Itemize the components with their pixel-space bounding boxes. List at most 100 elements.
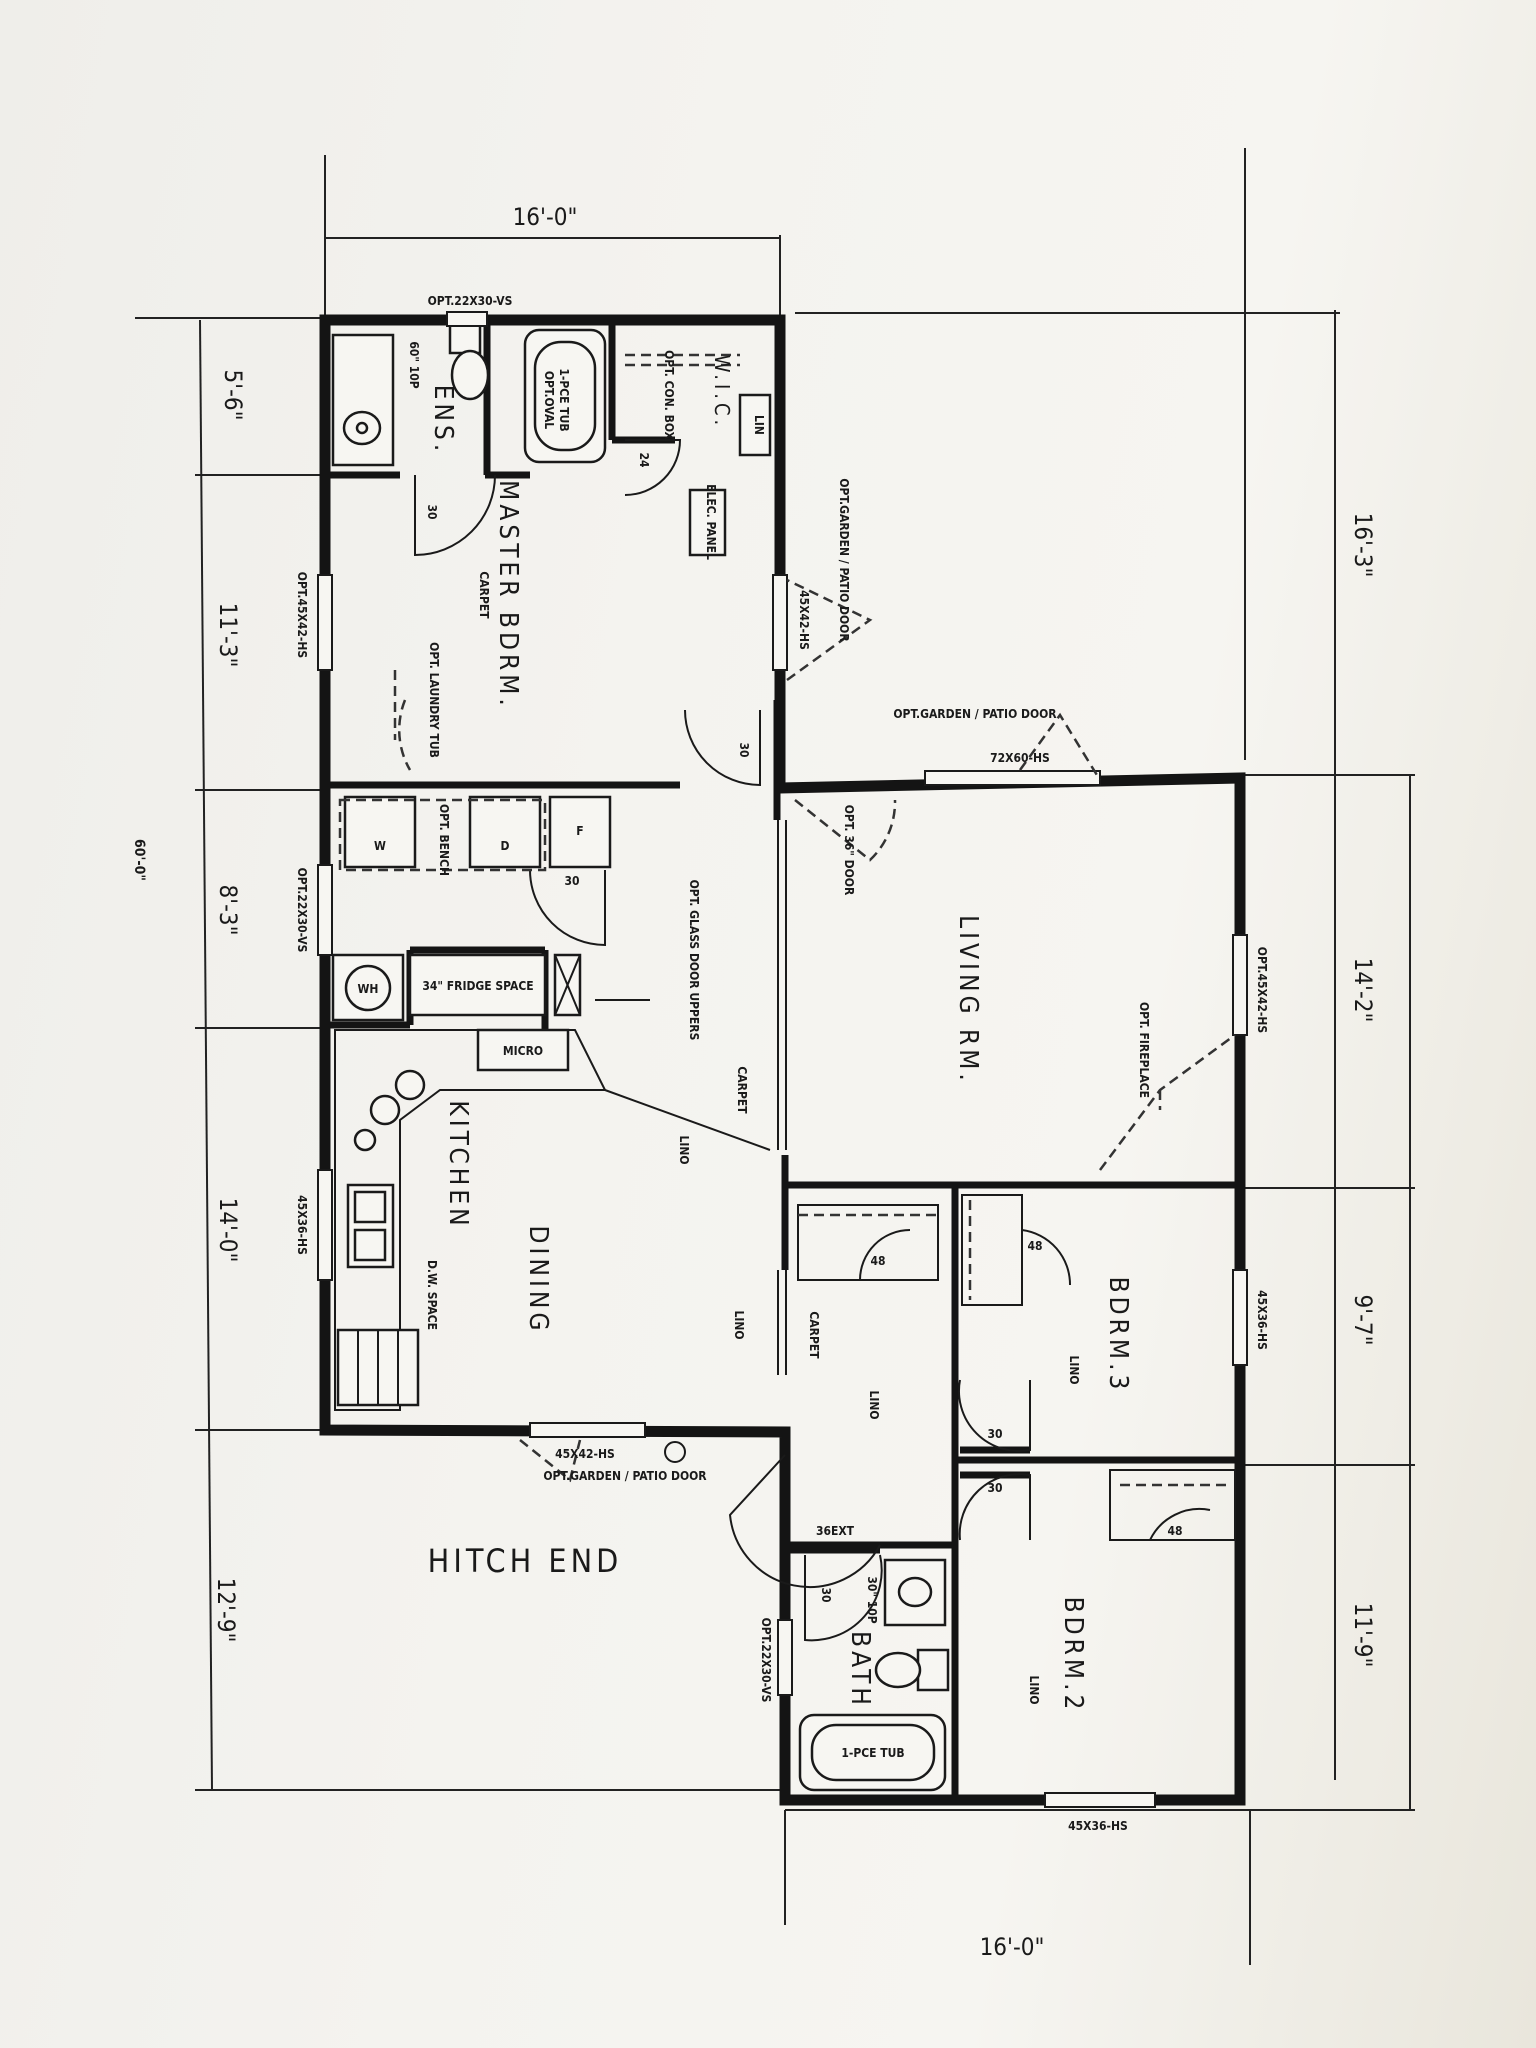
svg-text:OPT.22X30-VS: OPT.22X30-VS: [759, 1618, 773, 1703]
micro-box: [476, 1028, 570, 1072]
doors: [414, 439, 1031, 1642]
dim-right-1: 16'-3": [1349, 513, 1377, 578]
door-swing-ens: [414, 474, 496, 557]
lin-shelf: [738, 393, 772, 457]
svg-text:45X42-HS: 45X42-HS: [555, 1447, 615, 1461]
dryer: [468, 795, 542, 869]
svg-text:30: 30: [987, 1427, 1002, 1441]
svg-text:30: 30: [425, 504, 439, 519]
svg-text:30: 30: [987, 1481, 1002, 1495]
svg-text:45X42-HS: 45X42-HS: [797, 590, 811, 650]
svg-text:D.W. SPACE: D.W. SPACE: [425, 1260, 439, 1330]
window-bdrm2: [1044, 1792, 1156, 1808]
label-dining: DINING: [523, 1226, 553, 1335]
svg-text:LINO: LINO: [1027, 1675, 1041, 1704]
bath-fixtures: [777, 1558, 950, 1792]
washer: [343, 795, 417, 869]
svg-text:OPT. CON. BOX: OPT. CON. BOX: [662, 350, 676, 440]
dim-left-5: 12'-9": [212, 1578, 240, 1643]
svg-text:CARPET: CARPET: [735, 1066, 749, 1114]
laundry-fixtures: [317, 795, 612, 1022]
dim-left-total: 60'-0": [131, 839, 147, 881]
svg-text:1-PCE TUB: 1-PCE TUB: [557, 368, 571, 431]
burner: [369, 1094, 401, 1126]
toilet-tank-icon: [448, 323, 482, 355]
svg-text:OPT.45X42-HS: OPT.45X42-HS: [295, 572, 309, 658]
window-dining: [529, 1422, 646, 1438]
toilet-icon: [450, 349, 490, 401]
door-swing-bath: [804, 1554, 883, 1642]
svg-text:LINO: LINO: [1067, 1355, 1081, 1384]
kitchen-fixtures: [317, 999, 771, 1411]
svg-text:LIN: LIN: [752, 415, 766, 435]
svg-text:OPT. BENCH: OPT. BENCH: [437, 804, 451, 876]
label-wic: W.I.C.: [710, 355, 734, 430]
svg-text:OPT. LAUNDRY TUB: OPT. LAUNDRY TUB: [427, 642, 441, 758]
svg-text:OPT.22X30-VS: OPT.22X30-VS: [428, 294, 513, 308]
dim-right-2: 14'-2": [1349, 958, 1377, 1023]
door-living: [794, 799, 897, 862]
elec-panel: [688, 488, 727, 557]
svg-text:30" 10P: 30" 10P: [865, 1576, 879, 1623]
dim-left-4: 14'-0": [214, 1198, 242, 1263]
svg-text:36EXT: 36EXT: [816, 1524, 855, 1538]
svg-text:OPT. 36" DOOR: OPT. 36" DOOR: [842, 805, 856, 896]
dining-patio: [519, 1422, 686, 1483]
label-hitch-end: HITCH END: [428, 1542, 623, 1580]
svg-text:30: 30: [819, 1587, 833, 1602]
window-living-right: [1232, 934, 1248, 1036]
svg-text:34" FRIDGE SPACE: 34" FRIDGE SPACE: [422, 979, 533, 993]
ensuite-fixtures: OPT.22X30-VS: [331, 294, 607, 467]
dim-right-4: 11'-9": [1349, 1603, 1377, 1668]
dim-left-3: 8'-3": [214, 884, 242, 935]
window-master-left: [317, 574, 333, 671]
bdrm2-closet: [1044, 1469, 1236, 1808]
wic-fixtures: [625, 353, 772, 557]
svg-text:ELEC. PANEL: ELEC. PANEL: [704, 484, 718, 560]
door-swing-wic: [624, 439, 682, 496]
dim-right-3: 9'-7": [1349, 1294, 1377, 1345]
svg-text:OPT.OVAL: OPT.OVAL: [542, 371, 556, 429]
living-room: [794, 712, 1248, 1171]
door-swing-bdrm3: [958, 1473, 1031, 1541]
door-swing-master: [684, 709, 761, 787]
door-swing-laundry: [529, 869, 606, 947]
svg-text:OPT.GARDEN / PATIO DOOR: OPT.GARDEN / PATIO DOOR: [893, 707, 1057, 721]
furnace: [548, 795, 612, 869]
svg-text:45X36-HS: 45X36-HS: [295, 1195, 309, 1255]
svg-text:60" 10P: 60" 10P: [407, 341, 421, 388]
label-bdrm2: BDRM.2: [1058, 1597, 1088, 1714]
svg-text:24: 24: [637, 452, 651, 468]
svg-text:48: 48: [1027, 1239, 1042, 1253]
door-swing-bdrm2: [957, 1379, 1031, 1453]
fridge-space: [408, 953, 547, 1017]
window-living-top: [924, 770, 1101, 786]
bath-toilet: [874, 1651, 922, 1689]
svg-text:CARPET: CARPET: [477, 571, 491, 619]
window-bath: [777, 1619, 793, 1696]
dim-top: 16'-0": [513, 203, 578, 231]
burner: [394, 1069, 426, 1101]
vanity: [331, 333, 395, 467]
exterior-walls: [319, 314, 1246, 1806]
svg-text:OPT. FIREPLACE: OPT. FIREPLACE: [1137, 1002, 1151, 1098]
svg-text:OPT.GARDEN / PATIO DOOR: OPT.GARDEN / PATIO DOOR: [837, 478, 851, 642]
bath-toilet-tank: [916, 1648, 950, 1692]
label-bath: BATH: [845, 1631, 875, 1709]
label-living: LIVING RM.: [953, 915, 983, 1085]
svg-text:MICRO: MICRO: [503, 1044, 543, 1058]
svg-text:D: D: [501, 839, 510, 853]
label-ens: ENS.: [428, 385, 458, 456]
fireplace: [1099, 1033, 1236, 1171]
window-bdrm3: [1232, 1269, 1248, 1366]
svg-text:W: W: [374, 839, 386, 853]
svg-text:LINO: LINO: [677, 1135, 691, 1164]
label-master: MASTER BDRM.: [493, 480, 523, 710]
room-labels: ENS. MASTER BDRM. W.I.C. KITCHEN DINING …: [428, 355, 1133, 1714]
dim-bottom: 16'-0": [980, 1933, 1045, 1961]
svg-text:1-PCE TUB: 1-PCE TUB: [841, 1746, 904, 1760]
svg-text:F: F: [576, 824, 583, 838]
dim-left-1: 5'-6": [219, 369, 247, 420]
